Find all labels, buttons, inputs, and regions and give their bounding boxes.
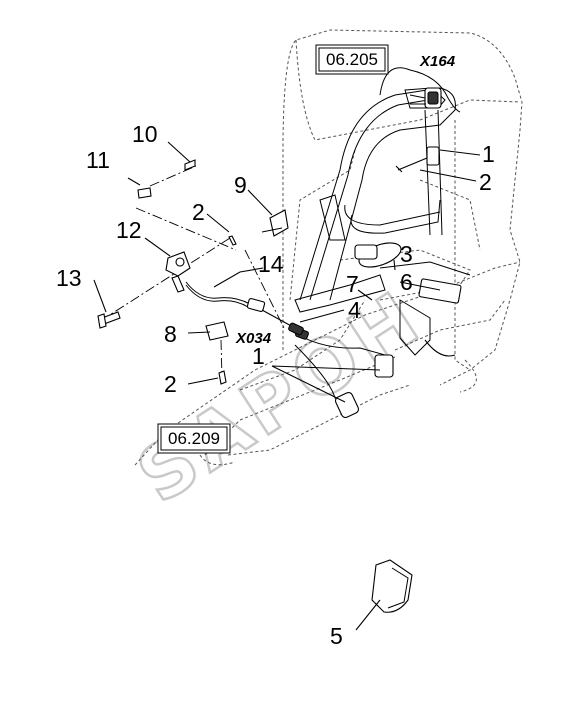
rollbar-frame — [294, 67, 461, 313]
connector-label-x034: X034 — [235, 330, 272, 347]
callout-2-upper: 2 — [479, 169, 492, 195]
callout-1-mid: 1 — [252, 343, 265, 369]
switch-assembly — [354, 242, 471, 357]
callout-11: 11 — [86, 147, 110, 173]
callout-6: 6 — [400, 269, 413, 295]
callout-8: 8 — [164, 321, 177, 347]
callout-3: 3 — [400, 241, 413, 267]
callout-14: 14 — [258, 251, 284, 277]
leader-lines — [93, 141, 481, 631]
callout-10: 10 — [132, 121, 158, 147]
reference-box-06-205[interactable]: 06.205 — [315, 44, 389, 75]
callout-2-left: 2 — [192, 199, 205, 225]
callout-4: 4 — [348, 297, 361, 323]
callout-12: 12 — [116, 217, 142, 243]
part-5-pad — [371, 559, 413, 613]
harness-clip-upper — [395, 146, 440, 173]
connector-x164 — [409, 87, 442, 109]
callout-2-lower: 2 — [164, 371, 177, 397]
connector-label-x164: X164 — [419, 53, 456, 70]
callout-13: 13 — [56, 265, 82, 291]
lower-harness — [289, 328, 394, 419]
callout-5: 5 — [330, 623, 343, 649]
callout-1-upper: 1 — [482, 141, 495, 167]
reference-label-top: 06.205 — [326, 50, 378, 69]
frame-outline — [134, 29, 523, 466]
reference-label-bottom: 06.209 — [168, 429, 220, 448]
callouts: 10 11 9 2 12 14 13 8 2 1 2 3 6 7 4 1 5 — [56, 121, 495, 649]
callout-9: 9 — [234, 172, 247, 198]
reference-box-06-209[interactable]: 06.209 — [157, 423, 231, 454]
exploded-parts-left — [97, 159, 304, 385]
callout-7: 7 — [346, 271, 359, 297]
